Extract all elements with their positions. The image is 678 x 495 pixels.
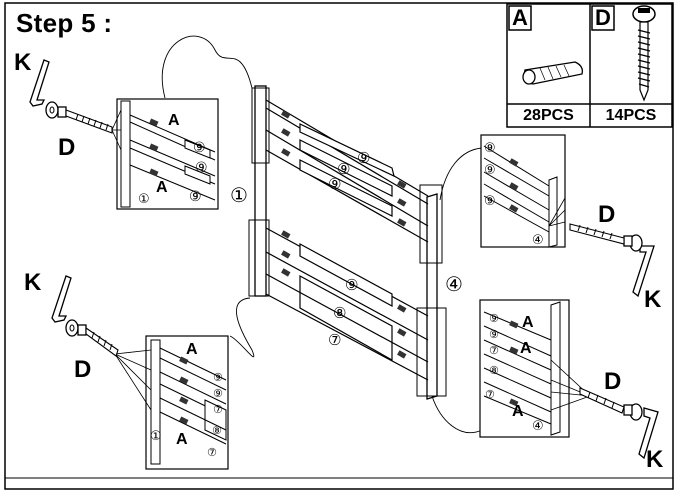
right-post — [416, 184, 447, 400]
label-part-9: ⑨ — [484, 163, 496, 178]
left-post — [248, 85, 270, 297]
label-k-bottom-left: K — [24, 269, 42, 296]
label-part-9: ⑨ — [195, 160, 208, 176]
part-qty-d: 14PCS — [605, 107, 657, 124]
bolt-bottom-right-icon — [579, 387, 633, 416]
part-qty-a: 28PCS — [523, 107, 574, 124]
label-a: A — [512, 403, 524, 420]
part-code-d: D — [595, 5, 611, 30]
label-part-4-small: ④ — [532, 233, 544, 248]
dowel-icon — [522, 61, 583, 85]
label-part-8: ⑧ — [333, 304, 346, 322]
allen-key-bottom-right-icon — [638, 407, 659, 460]
label-part-7: ⑦ — [485, 388, 495, 401]
inset-top-right — [480, 134, 566, 248]
label-k-bottom-right: K — [646, 446, 664, 473]
diagram-labels: K D K D D K D K A A A A A A A ① ④ ① ① ④ … — [14, 49, 664, 473]
label-a: A — [156, 179, 168, 196]
inset-bottom-right — [479, 299, 570, 438]
parts-table — [506, 3, 673, 128]
dowel-group — [281, 110, 407, 227]
label-part-8: ⑧ — [212, 424, 222, 437]
label-part-8: ⑧ — [489, 364, 499, 377]
label-part-9: ⑨ — [328, 175, 341, 193]
label-part-9: ⑨ — [489, 328, 499, 341]
leader-lines — [161, 35, 483, 433]
label-part-9: ⑨ — [345, 276, 358, 294]
label-part-7: ⑦ — [489, 344, 499, 357]
label-part-9: ⑨ — [357, 149, 370, 167]
label-a: A — [176, 431, 188, 448]
bolt-icon — [632, 5, 656, 102]
label-a: A — [522, 314, 534, 331]
allen-key-top-right-icon — [632, 245, 655, 298]
label-part-9: ⑨ — [189, 189, 202, 205]
label-part-4-small: ④ — [532, 419, 544, 434]
step-title: Step 5 : — [16, 8, 113, 38]
label-a: A — [168, 112, 180, 129]
allen-key-bottom-left-icon — [51, 275, 72, 323]
arrow-lines — [111, 109, 591, 411]
upper-rails — [265, 99, 429, 243]
label-part-1-small: ① — [150, 429, 162, 444]
bolt-top-left-icon — [57, 106, 113, 134]
label-part-1-small: ① — [138, 192, 150, 207]
label-part-9: ⑨ — [337, 160, 350, 178]
label-part-7: ⑦ — [207, 446, 217, 459]
label-k-top-right: K — [644, 286, 662, 313]
inset-bottom-left — [145, 335, 229, 470]
label-k-top-left: K — [14, 49, 32, 76]
washer-top-left-icon — [45, 101, 59, 119]
label-d-bottom-left: D — [74, 356, 91, 383]
label-part-9: ⑨ — [213, 387, 223, 400]
label-a: A — [186, 341, 198, 358]
bolt-bottom-left-icon — [77, 324, 119, 357]
lower-rails — [265, 227, 429, 381]
label-d-top-left: D — [58, 134, 75, 161]
label-part-9: ⑨ — [213, 371, 223, 384]
label-part-1: ① — [230, 183, 248, 207]
label-part-7: ⑦ — [328, 331, 341, 349]
label-part-9: ⑨ — [484, 194, 496, 209]
label-part-4: ④ — [445, 272, 463, 296]
label-d-bottom-right: D — [604, 368, 621, 395]
bolt-top-right-icon — [569, 223, 633, 247]
inset-top-left — [116, 98, 219, 210]
label-part-9: ⑨ — [193, 140, 206, 156]
label-part-7: ⑦ — [213, 403, 223, 416]
allen-key-top-left-icon — [29, 59, 50, 107]
label-part-9: ⑨ — [484, 141, 496, 156]
part-code-a: A — [512, 5, 528, 30]
washer-bottom-left-icon — [65, 319, 79, 337]
label-a: A — [520, 340, 532, 357]
label-d-top-right: D — [598, 201, 615, 228]
label-part-9: ⑨ — [489, 312, 499, 325]
